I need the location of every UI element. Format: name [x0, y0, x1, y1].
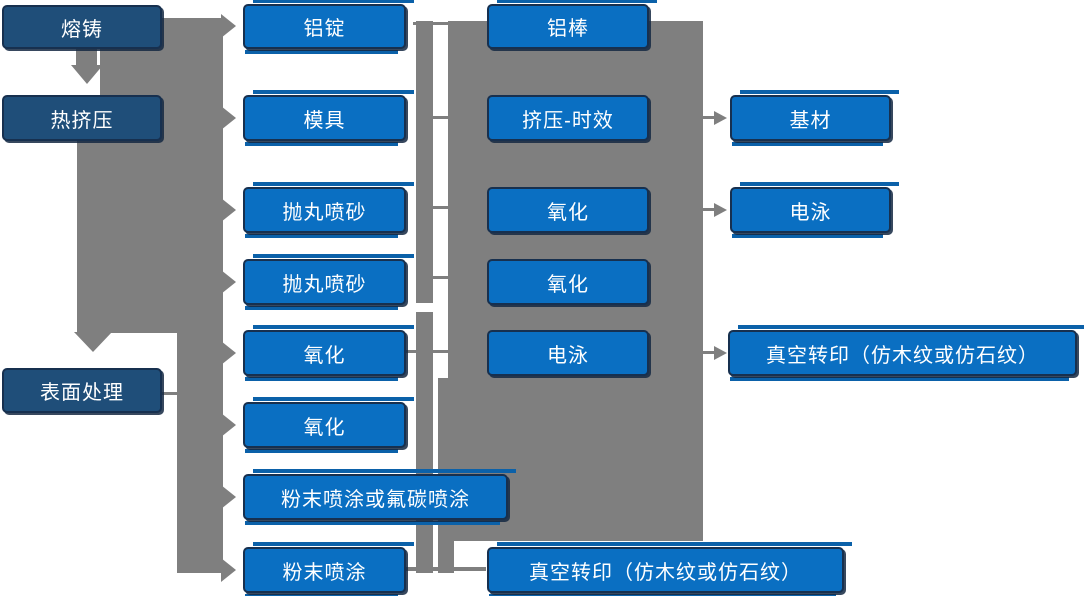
flow-node-mold: 模具 — [243, 95, 406, 141]
flow-node-label: 铝棒 — [547, 18, 589, 40]
flow-node-label: 氧化 — [303, 344, 346, 367]
flow-node-label: 粉末喷涂 — [282, 561, 367, 584]
accent-bottom-vacuum-transfer-1 — [489, 594, 836, 596]
flow-node-label: 基材 — [789, 109, 832, 132]
arrow-to-hot-extrusion-icon — [71, 65, 103, 84]
flow-node-vacuum-transfer-1: 真空转印（仿木纹或仿石纹） — [487, 547, 844, 593]
flow-node-label: 氧化 — [547, 273, 589, 296]
accent-top-base-material — [740, 90, 899, 94]
connector-trunk-bottom — [177, 303, 223, 573]
flow-node-label: 氧化 — [547, 201, 589, 224]
flow-node-oxidation-2: 氧化 — [243, 402, 406, 448]
arrow-to-vacuum-transfer-2-icon — [714, 346, 727, 360]
arrow-to-oxidation-2-icon — [221, 413, 236, 437]
arrow-to-shot-blasting-2-icon — [221, 270, 236, 294]
accent-top-oxidation-2 — [253, 397, 414, 401]
arrow-to-mold-icon — [221, 106, 236, 130]
flow-node-label: 粉末喷涂或氟碳喷涂 — [281, 488, 470, 511]
connector-bar-upper — [416, 21, 433, 303]
flow-node-hot-extrusion: 热挤压 — [2, 95, 162, 141]
flow-node-label: 热挤压 — [50, 109, 114, 132]
accent-bottom-electrophoresis-2 — [732, 234, 883, 238]
flow-node-label: 铝锭 — [303, 18, 346, 40]
flow-node-label: 抛丸喷砂 — [282, 273, 367, 296]
connector-tick-surface — [160, 392, 178, 395]
arrow-to-surface-treatment-icon — [74, 332, 112, 352]
flow-node-label: 电泳 — [789, 201, 832, 224]
flow-node-melt-casting: 熔铸 — [2, 5, 162, 49]
flow-node-extrusion-aging: 挤压-时效 — [487, 95, 649, 141]
flow-node-electrophoresis-1: 电泳 — [487, 330, 649, 376]
arrow-to-electrophoresis-2-icon — [714, 203, 727, 217]
flow-node-shot-blasting-1: 抛丸喷砂 — [243, 187, 406, 233]
accent-bottom-shot-blasting-2 — [245, 306, 398, 310]
accent-top-powder-or-fluorocarbon-coating — [253, 469, 516, 473]
connector-tick-row5 — [406, 350, 450, 353]
accent-top-vacuum-transfer-1 — [497, 542, 852, 546]
flow-node-oxidation-3: 氧化 — [487, 187, 649, 233]
flow-node-vacuum-transfer-2: 真空转印（仿木纹或仿石纹） — [728, 330, 1077, 376]
arrow-to-oxidation-1-icon — [221, 341, 236, 365]
arrow-to-aluminum-ingot-icon — [221, 14, 236, 38]
accent-top-powder-coating — [253, 542, 414, 546]
accent-top-aluminum-rod — [497, 0, 657, 3]
accent-top-shot-blasting-1 — [253, 182, 414, 186]
arrow-to-powder-or-fluorocarbon-icon — [221, 485, 236, 509]
accent-bottom-mold — [245, 142, 398, 146]
accent-bottom-powder-coating — [245, 594, 398, 596]
flow-node-label: 真空转印（仿木纹或仿石纹） — [766, 344, 1039, 367]
flow-node-label: 真空转印（仿木纹或仿石纹） — [529, 561, 802, 584]
accent-top-oxidation-1 — [253, 325, 414, 329]
connector-tick-row3 — [433, 206, 448, 209]
accent-bottom-aluminum-ingot — [245, 50, 398, 54]
flow-node-electrophoresis-2: 电泳 — [730, 187, 891, 233]
flow-node-shot-blasting-2: 抛丸喷砂 — [243, 259, 406, 305]
flow-node-aluminum-ingot: 铝锭 — [243, 4, 406, 49]
accent-top-vacuum-transfer-2 — [738, 325, 1084, 329]
accent-bottom-vacuum-transfer-2 — [730, 377, 1069, 381]
accent-bottom-oxidation-1 — [245, 377, 398, 381]
accent-top-aluminum-ingot — [253, 0, 414, 3]
flow-node-powder-or-fluorocarbon-coating: 粉末喷涂或氟碳喷涂 — [243, 474, 508, 520]
flow-node-label: 熔铸 — [61, 18, 103, 41]
flow-node-base-material: 基材 — [730, 95, 891, 141]
accent-bottom-shot-blasting-1 — [245, 234, 398, 238]
connector-tick-row1 — [413, 22, 448, 25]
accent-bottom-oxidation-2 — [245, 449, 398, 453]
flow-node-label: 抛丸喷砂 — [282, 201, 367, 224]
flow-node-oxidation-1: 氧化 — [243, 330, 406, 376]
arrow-to-base-material-icon — [714, 111, 727, 125]
flow-node-label: 电泳 — [547, 344, 589, 367]
connector-melt-arrow-stem — [76, 47, 97, 66]
flow-node-oxidation-4: 氧化 — [487, 259, 649, 305]
connector-tick-row4 — [433, 276, 448, 279]
connector-tick-row2 — [433, 116, 448, 119]
accent-bottom-base-material — [732, 142, 883, 146]
flow-node-label: 表面处理 — [40, 382, 124, 404]
flow-node-powder-coating: 粉末喷涂 — [243, 547, 406, 593]
flow-node-aluminum-rod: 铝棒 — [487, 4, 649, 49]
connector-trunk-top-b — [77, 141, 223, 333]
arrow-to-shot-blasting-1-icon — [221, 198, 236, 222]
arrow-to-powder-coating-icon — [221, 558, 236, 582]
flow-node-label: 氧化 — [303, 416, 346, 439]
flow-node-surface-treatment: 表面处理 — [2, 368, 162, 413]
accent-bottom-powder-or-fluorocarbon-coating — [245, 521, 500, 525]
accent-top-shot-blasting-2 — [253, 254, 414, 258]
flow-node-label: 模具 — [303, 109, 346, 132]
flow-node-label: 挤压-时效 — [522, 109, 614, 132]
accent-top-mold — [253, 90, 414, 94]
accent-top-electrophoresis-2 — [740, 182, 899, 186]
